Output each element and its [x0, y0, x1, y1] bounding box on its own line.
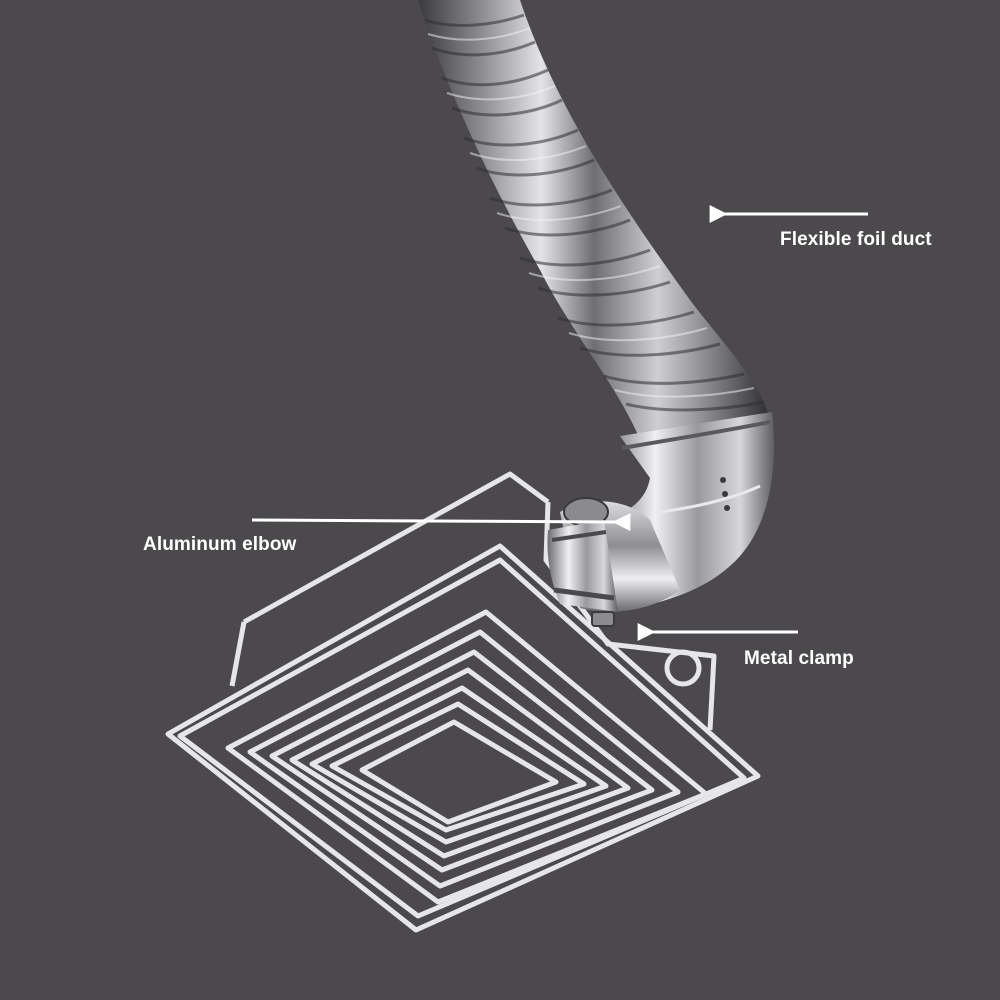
grille-outer-frame [165, 543, 761, 933]
louvre-5 [309, 685, 609, 845]
mounting-hole [664, 649, 702, 687]
grille-center [359, 719, 559, 825]
louvre-6 [329, 701, 587, 833]
housing-box-left-edge [229, 621, 247, 687]
label-metal-clamp: Metal clamp [744, 648, 854, 669]
label-flexible-foil-duct: Flexible foil duct [780, 229, 932, 250]
arrow-aluminum-elbow [251, 513, 631, 532]
callout-arrows [251, 205, 868, 641]
housing-box-top [242, 471, 550, 625]
grille-frame-bevel [177, 557, 747, 919]
louvre-1 [225, 609, 709, 905]
metal-clamp [547, 520, 618, 627]
louvre-4 [289, 667, 631, 859]
flexible-foil-duct [418, 0, 770, 440]
louvre-2 [247, 629, 681, 889]
louvre-3 [269, 649, 655, 873]
fan-housing-line-art [165, 471, 761, 933]
label-aluminum-elbow: Aluminum elbow [143, 534, 297, 555]
